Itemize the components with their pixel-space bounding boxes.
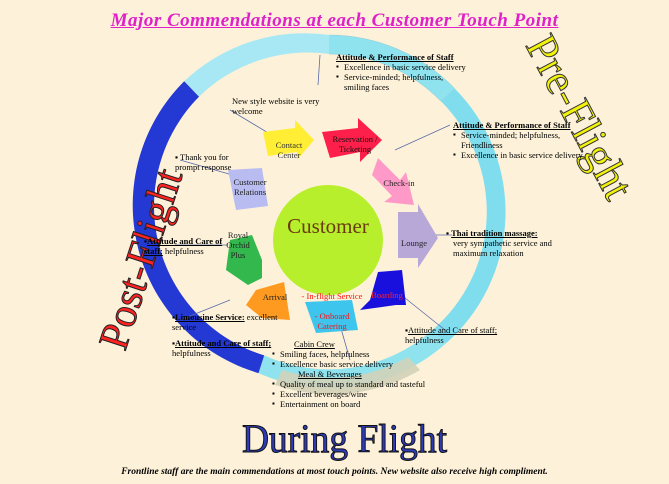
note-text: Thank you for prompt response bbox=[175, 152, 232, 172]
step-lounge: Lounge bbox=[401, 238, 427, 248]
note-arrival-staff: ▪Attitude and Care of staff; helpfulness bbox=[172, 338, 272, 358]
step-arrival: Arrival bbox=[262, 292, 288, 302]
note-item: Excellence in basic service delivery bbox=[336, 62, 468, 72]
note-item: Quality of meal up to standard and taste… bbox=[272, 379, 432, 389]
note-text: helpfulness bbox=[165, 246, 204, 256]
note-item: Entertainment on board bbox=[272, 399, 432, 409]
customer-relations-arrow bbox=[228, 168, 268, 210]
checkin-arrow bbox=[372, 158, 414, 205]
note-text: very sympathetic service and maximum rel… bbox=[453, 238, 552, 258]
footer-note: Frontline staff are the main commendatio… bbox=[121, 467, 548, 477]
note-text: helpfulness bbox=[405, 335, 444, 345]
note-staff-checkin: Attitude & Performance of Staff Service-… bbox=[453, 120, 593, 160]
note-title: Meal & Beverages bbox=[298, 369, 362, 379]
reservation-arrow bbox=[322, 118, 382, 162]
phase-during-flight: During Flight bbox=[242, 416, 447, 461]
note-item: Service-minded; helpfulness, smiling fac… bbox=[336, 72, 468, 92]
step-checkin: Check-in bbox=[383, 178, 415, 188]
note-item: Excellence basic service delivery bbox=[272, 359, 432, 369]
step-onboard: - Onboard Catering bbox=[314, 311, 350, 331]
step-boarding: Boarding bbox=[371, 290, 403, 300]
center-label: Customer bbox=[287, 214, 369, 238]
note-limousine: ▪Limousine Service: excellent service bbox=[172, 312, 278, 332]
note-title: Attitude and Care of staff; bbox=[144, 236, 223, 256]
boarding-arrow bbox=[360, 270, 406, 310]
phase-pre-flight: Pre-Flight bbox=[516, 27, 643, 208]
rop-arrow bbox=[226, 235, 262, 285]
note-rop-staff: ▪Attitude and Care of staff; helpfulness bbox=[144, 236, 223, 256]
note-cabin-meal: Cabin Crew Smiling faces, helpfulness Ex… bbox=[272, 339, 432, 409]
note-title: Attitude & Performance of Staff bbox=[453, 120, 571, 130]
note-boarding: ▪Attitude and Care of staff; helpfulness bbox=[405, 325, 498, 345]
note-title: Limousine Service: bbox=[175, 312, 245, 322]
step-customer-relations: Customer Relations bbox=[233, 177, 267, 197]
step-reservation: Reservation / Ticketing bbox=[332, 134, 378, 154]
note-title: Cabin Crew bbox=[294, 339, 335, 349]
note-title: Attitude and Care of staff; bbox=[408, 325, 498, 335]
note-item: Service-minded; helpfulness, Friendlines… bbox=[453, 130, 593, 150]
process-arrows bbox=[226, 118, 438, 333]
arrival-arrow bbox=[246, 282, 290, 320]
note-title: Attitude & Performance of Staff bbox=[336, 52, 454, 62]
note-item: Smiling faces, helpfulness bbox=[272, 349, 432, 359]
inflight-arrow bbox=[305, 300, 358, 333]
step-royal-orchid-plus: Royal Orchid Plus bbox=[226, 230, 250, 260]
note-title: Thai tradition massage: bbox=[451, 228, 538, 238]
page-title: Major Commendations at each Customer Tou… bbox=[110, 10, 559, 31]
note-item: Excellent beverages/wine bbox=[272, 389, 432, 399]
note-staff-reservation: Attitude & Performance of Staff Excellen… bbox=[336, 52, 468, 92]
note-massage: ▪ Thai tradition massage: very sympathet… bbox=[446, 228, 586, 258]
note-text: helpfulness bbox=[172, 348, 211, 358]
note-item: Excellence in basic service delivery bbox=[453, 150, 593, 160]
note-title: Attitude and Care of staff; bbox=[175, 338, 272, 348]
step-contact-center: Contact Center bbox=[275, 140, 303, 160]
note-thank-you: ▪ Thank you for prompt response bbox=[175, 152, 232, 172]
note-website: New style website is very welcome bbox=[232, 96, 320, 116]
step-inflight: - In-flight Service bbox=[301, 291, 363, 301]
note-text: excellent service bbox=[172, 312, 278, 332]
customer-circle bbox=[273, 185, 383, 295]
lounge-arrow bbox=[398, 204, 438, 268]
contact-center-arrow bbox=[263, 120, 314, 160]
